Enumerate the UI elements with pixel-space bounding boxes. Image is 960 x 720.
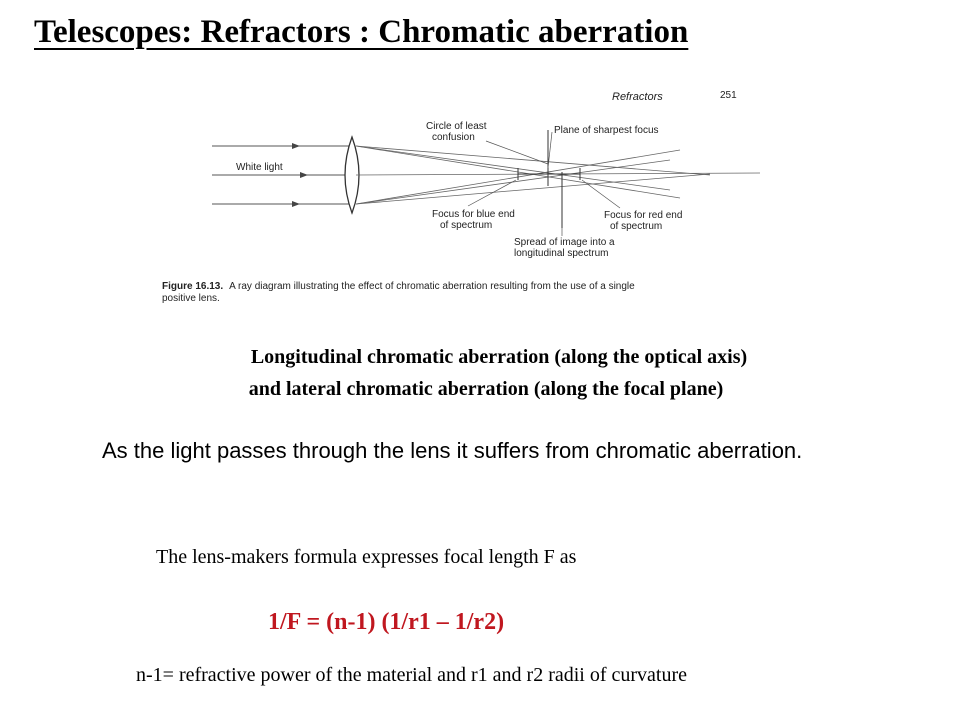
figure-caption-line-1: Figure 16.13. A ray diagram illustrating … — [162, 281, 635, 292]
spread-label-2: longitudinal spectrum — [514, 248, 609, 259]
formula-note: n-1= refractive power of the material an… — [136, 664, 688, 686]
lens-makers-formula: 1/F = (n-1) (1/r1 – 1/r2) — [268, 609, 505, 635]
circle-label-2: confusion — [432, 132, 475, 143]
slide-title: Telescopes: Refractors : Chromatic aberr… — [34, 14, 689, 50]
circle-label-1: Circle of least — [426, 121, 487, 132]
leader-lines — [467, 131, 621, 236]
figure-caption-line-2: positive lens. — [162, 293, 220, 304]
incoming-rays — [212, 145, 350, 205]
white-light-label: White light — [236, 162, 283, 173]
body-paragraph: As the light passes through the lens it … — [102, 438, 803, 463]
ray-diagram: Refractors 251 — [162, 90, 761, 304]
figure-header-section: Refractors — [612, 91, 663, 103]
figure-caption-text: A ray diagram illustrating the effect of… — [229, 281, 635, 292]
focus-markers — [517, 130, 581, 228]
blue-focus-label-2: of spectrum — [440, 220, 492, 231]
formula-intro: The lens-makers formula expresses focal … — [156, 546, 577, 568]
figure-header-page: 251 — [720, 90, 737, 101]
red-focus-label-1: Focus for red end — [604, 210, 682, 221]
red-focus-label-2: of spectrum — [610, 221, 662, 232]
ray-arrowheads — [292, 143, 308, 207]
refracted-rays — [355, 145, 761, 205]
subtitle-line-1: Longitudinal chromatic aberration (along… — [250, 346, 748, 368]
figure-caption-label: Figure 16.13. — [162, 281, 223, 292]
spread-label-1: Spread of image into a — [514, 237, 615, 248]
blue-focus-label-1: Focus for blue end — [432, 209, 515, 220]
subtitle-line-2: and lateral chromatic aberration (along … — [248, 378, 724, 400]
ray-diagram-figure: Refractors 251 — [150, 80, 770, 320]
plane-label: Plane of sharpest focus — [554, 125, 659, 136]
lens-shape — [344, 135, 360, 215]
